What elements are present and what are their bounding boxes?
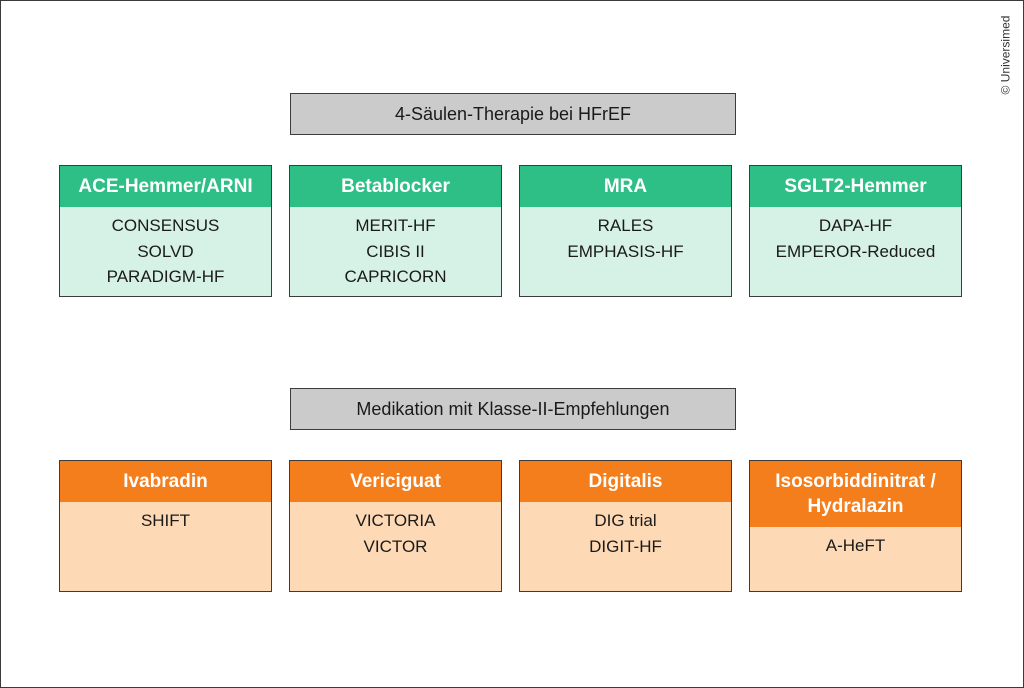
trial-item: EMPHASIS-HF xyxy=(567,241,684,261)
trial-item: PARADIGM-HF xyxy=(106,267,225,286)
card-trials: VICTORIA VICTOR xyxy=(290,502,501,591)
card-trials: RALES EMPHASIS-HF xyxy=(520,207,731,296)
card-title: ACE-Hemmer/ARNI xyxy=(60,166,271,207)
card-trials: A-HeFT xyxy=(750,527,961,591)
card-title-line: Hydralazin xyxy=(807,496,904,517)
card-title: Digitalis xyxy=(520,461,731,502)
card-trials: DIG trial DIGIT-HF xyxy=(520,502,731,591)
section-header-class-ii: Medikation mit Klasse-II-Empfehlungen xyxy=(290,388,736,430)
card-title: MRA xyxy=(520,166,731,207)
card-digitalis: Digitalis DIG trial DIGIT-HF xyxy=(519,460,732,592)
card-isdn-hydralazin: Isosorbiddinitrat / Hydralazin A-HeFT xyxy=(749,460,962,592)
card-title: Betablocker xyxy=(290,166,501,207)
card-trials: MERIT-HF CIBIS II CAPRICORN xyxy=(290,207,501,296)
card-title: Ivabradin xyxy=(60,461,271,502)
trial-item: CIBIS II xyxy=(366,241,425,261)
card-vericiguat: Vericiguat VICTORIA VICTOR xyxy=(289,460,502,592)
card-ace-arni: ACE-Hemmer/ARNI CONSENSUS SOLVD PARADIGM… xyxy=(59,165,272,297)
trial-item: DIG trial xyxy=(594,511,657,530)
trial-item: VICTORIA xyxy=(355,511,436,530)
card-title: Vericiguat xyxy=(290,461,501,502)
card-ivabradin: Ivabradin SHIFT xyxy=(59,460,272,592)
card-mra: MRA RALES EMPHASIS-HF xyxy=(519,165,732,297)
card-title-line: Isosorbiddinitrat / xyxy=(775,471,936,492)
card-title: Isosorbiddinitrat / Hydralazin xyxy=(750,461,961,527)
trial-item: SHIFT xyxy=(140,511,191,530)
trial-item: DIGIT-HF xyxy=(589,536,662,556)
trial-item: RALES xyxy=(597,216,654,235)
card-betablocker: Betablocker MERIT-HF CIBIS II CAPRICORN xyxy=(289,165,502,297)
trial-item: SOLVD xyxy=(137,241,194,261)
card-trials: SHIFT xyxy=(60,502,271,591)
trial-item: MERIT-HF xyxy=(355,216,436,235)
section-header-four-pillars: 4-Säulen-Therapie bei HFrEF xyxy=(290,93,736,135)
card-trials: DAPA-HF EMPEROR-Reduced xyxy=(750,207,961,296)
trial-item: EMPEROR-Reduced xyxy=(775,241,936,261)
card-trials: CONSENSUS SOLVD PARADIGM-HF xyxy=(60,207,271,296)
card-sglt2: SGLT2-Hemmer DAPA-HF EMPEROR-Reduced xyxy=(749,165,962,297)
trial-item: DAPA-HF xyxy=(818,216,893,235)
trial-item: A-HeFT xyxy=(825,536,886,555)
card-title: SGLT2-Hemmer xyxy=(750,166,961,207)
copyright-notice: © Universimed xyxy=(998,15,1012,95)
trial-item: VICTOR xyxy=(363,536,428,556)
trial-item: CONSENSUS xyxy=(111,216,220,235)
trial-item: CAPRICORN xyxy=(344,267,447,286)
